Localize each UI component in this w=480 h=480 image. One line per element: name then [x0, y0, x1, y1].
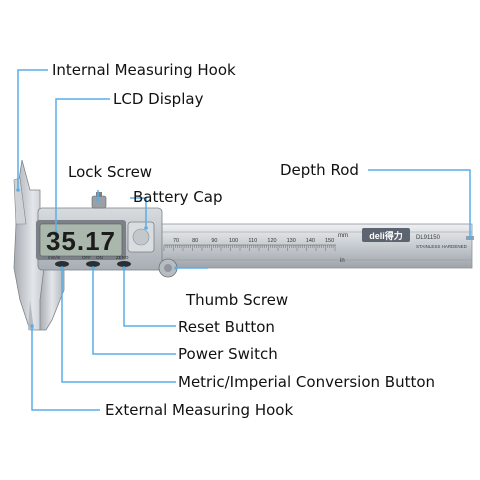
lcd-reading: 35.17 [46, 226, 116, 256]
leader-dot [468, 236, 472, 240]
leader-dot [60, 266, 64, 270]
leader-dot [54, 230, 58, 234]
leader-endpoints [16, 188, 472, 328]
label-power-switch: Power Switch [178, 345, 278, 363]
leader-line [17, 69, 48, 190]
label-depth-rod: Depth Rod [280, 161, 359, 179]
button-label: ZERO [116, 255, 129, 260]
sliding-jaw [39, 267, 65, 331]
leader-line [55, 98, 110, 232]
leader-dot [122, 266, 126, 270]
conversion-button-shape [55, 261, 69, 267]
label-battery-cap: Battery Cap [133, 188, 223, 206]
ruler-ticks: 70 80 90 100 110 120 130 140 150 [163, 238, 336, 251]
label-reset-button: Reset Button [178, 318, 275, 336]
label-lock-screw: Lock Screw [68, 163, 153, 181]
ruler-tick-label: 140 [306, 238, 315, 244]
leader-line [130, 197, 147, 228]
ruler-tick-label: 70 [173, 238, 179, 244]
ruler-tick-label: 110 [248, 238, 257, 244]
leader-line [123, 268, 176, 327]
ruler-tick-label: 150 [325, 238, 334, 244]
leader-dot [91, 266, 95, 270]
reset-button-shape [117, 261, 131, 267]
model-number: DL91150 [416, 235, 441, 241]
ruler-tick-label: 130 [287, 238, 296, 244]
label-conversion-button: Metric/Imperial Conversion Button [178, 373, 436, 391]
leader-line [368, 169, 471, 238]
leader-line [61, 268, 176, 383]
leader-dot [96, 198, 100, 202]
label-external-hook: External Measuring Hook [105, 401, 294, 419]
leader-lines [17, 69, 471, 411]
ruler-tick-label: 80 [192, 238, 198, 244]
leader-dot [30, 324, 34, 328]
ruler-tick-label: 90 [211, 238, 217, 244]
ruler-tick-label: 100 [229, 238, 238, 244]
button-labels: mm/in OFF ON ZERO [48, 255, 129, 260]
label-thumb-screw: Thumb Screw [186, 291, 289, 309]
label-internal-hook: Internal Measuring Hook [52, 61, 236, 79]
brand-logo: deli得力 [369, 230, 403, 241]
power-button-shape [86, 261, 100, 267]
leader-line [92, 268, 176, 355]
ruler-unit: mm [338, 233, 348, 239]
inch-unit: in [340, 258, 345, 264]
lcd-screen [39, 223, 123, 257]
button-label: OFF [82, 255, 91, 260]
button-label: ON [96, 255, 103, 260]
leader-dot [16, 188, 20, 192]
label-lcd-display: LCD Display [113, 90, 204, 108]
ruler-tick-label: 120 [267, 238, 276, 244]
subtitle-text: STAINLESS HARDENED [416, 244, 468, 249]
leader-dot [144, 226, 148, 230]
leader-dot [174, 266, 178, 270]
lock-screw [91, 195, 107, 209]
button-label: mm/in [48, 255, 61, 260]
leader-line [31, 326, 100, 411]
